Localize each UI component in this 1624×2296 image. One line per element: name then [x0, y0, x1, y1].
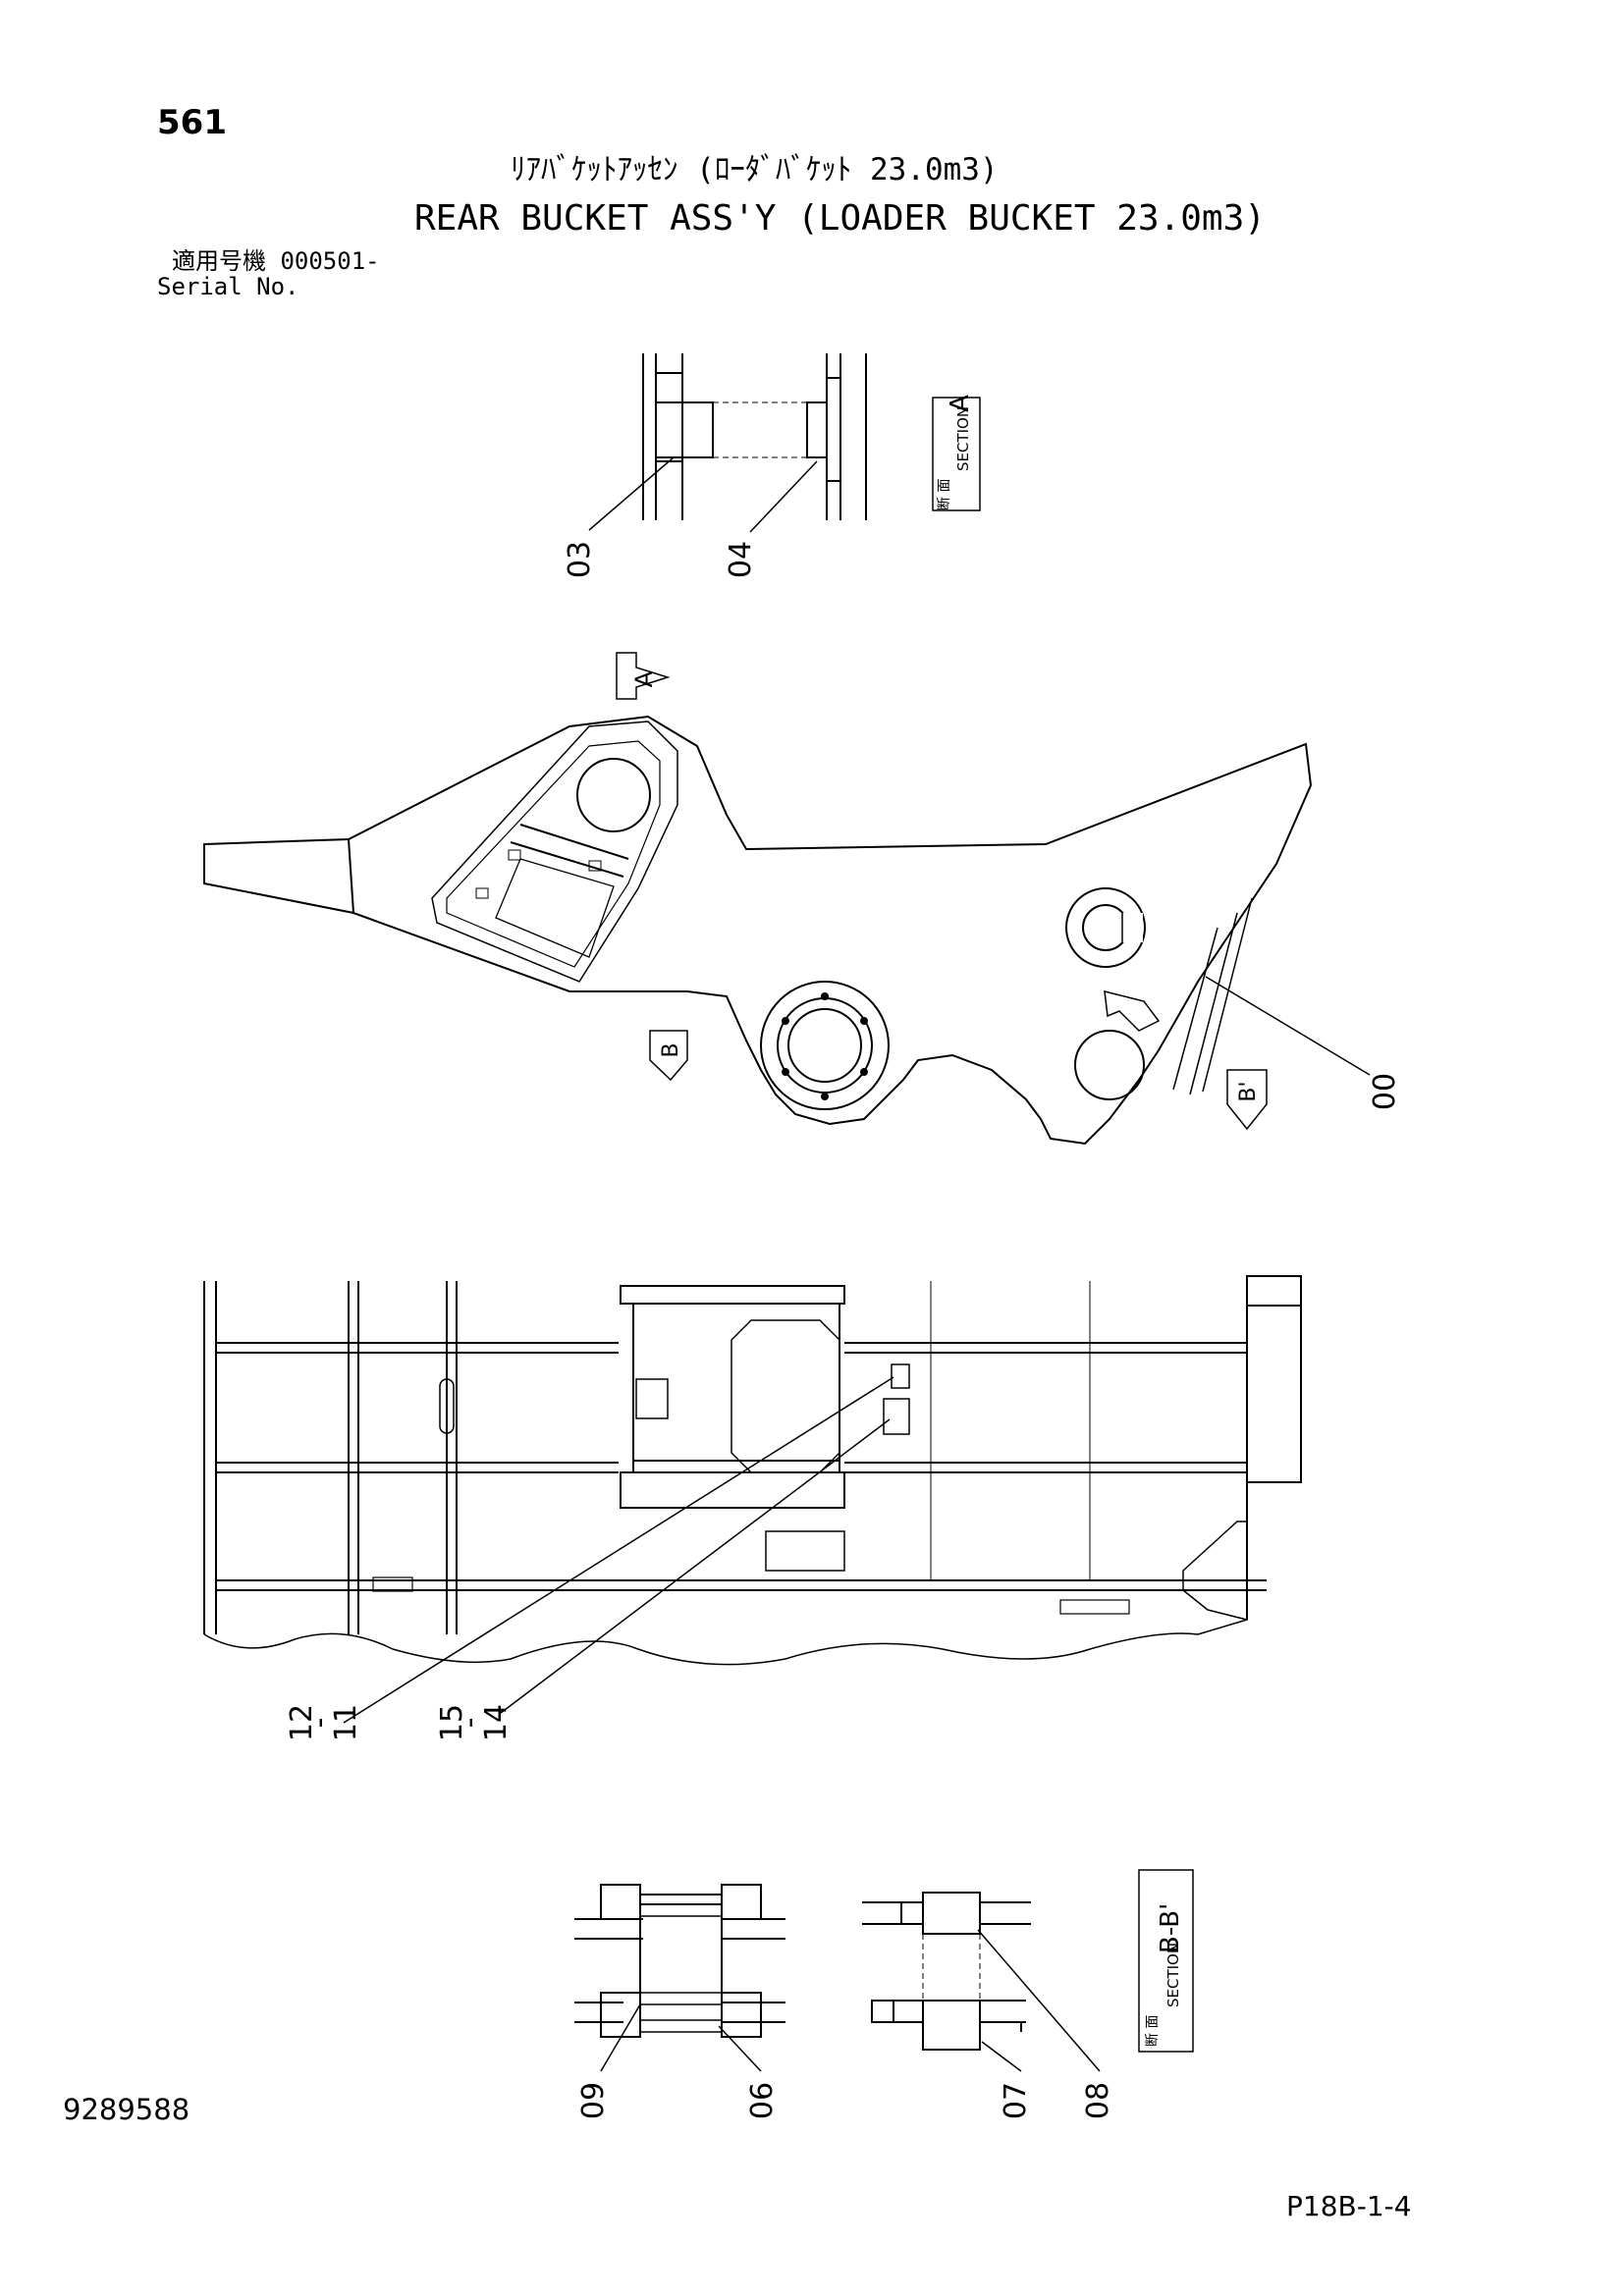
callout-07: 07 [999, 2082, 1033, 2119]
callout-12-11-dash: - [302, 1718, 337, 1729]
side-view-arrow-a: A [616, 652, 671, 700]
arrow-b-prime-letter: B' [1236, 1081, 1261, 1101]
callout-09: 09 [576, 2082, 611, 2119]
section-bb-label-jp: 断 面 [1145, 2015, 1161, 2047]
section-bb-callout-08: 08 [1081, 2082, 1115, 2119]
section-a-label: SECTION A 断 面 [932, 395, 981, 511]
section-bb-label-en: SECTION [1164, 1943, 1182, 2007]
callout-06: 06 [745, 2082, 780, 2119]
callout-08: 08 [1081, 2082, 1115, 2119]
section-bb-callout-06: 06 [745, 2082, 780, 2119]
bucket-side-outline [203, 715, 1313, 1146]
callout-03: 03 [563, 541, 597, 578]
document-number: 9289588 [63, 2093, 190, 2126]
arrow-b-letter: B [659, 1042, 683, 1057]
section-bb-right-detail [862, 1892, 1101, 2072]
title-japanese: ﾘｱﾊﾞｹｯﾄｱｯｾﾝ (ﾛｰﾀﾞﾊﾞｹｯﾄ 23.0m3) [511, 152, 999, 187]
callout-00: 00 [1368, 1073, 1402, 1110]
section-bb-callout-07: 07 [999, 2082, 1033, 2119]
section-bb-callout-09: 09 [576, 2082, 611, 2119]
arrow-a-letter: A [630, 670, 658, 687]
callout-14: 14 [479, 1704, 514, 1741]
plan-callout-12-11: 12 - 11 [285, 1704, 363, 1741]
plan-callout-15-14: 15 - 14 [435, 1704, 514, 1741]
title-english: REAR BUCKET ASS'Y (LOADER BUCKET 23.0m3) [414, 198, 1266, 239]
callout-04: 04 [724, 541, 758, 578]
callout-15: 15 [435, 1704, 469, 1741]
page-number: 561 [157, 103, 227, 142]
page-reference: P18B-1-4 [1286, 2190, 1412, 2222]
side-view-arrow-b-prime: B' [1226, 1069, 1268, 1131]
section-a-label-en: SECTION [954, 406, 972, 471]
section-a-detail [588, 353, 867, 533]
section-bb-label: SECTION B-B' 断 面 [1138, 1869, 1194, 2053]
plan-view-outline [203, 1275, 1302, 1724]
section-a-callout-04: 04 [724, 541, 758, 578]
callout-12: 12 [285, 1704, 319, 1741]
side-view-callout-00: 00 [1205, 976, 1402, 1110]
section-bb-letter: B-B' [1156, 1903, 1185, 1953]
section-a-callout-03: 03 [563, 541, 597, 578]
callout-11: 11 [329, 1704, 363, 1741]
serial-label-japanese: 適用号機 000501- [172, 247, 380, 275]
section-a-label-jp: 断 面 [937, 479, 952, 510]
serial-label-english: Serial No. [157, 273, 299, 300]
callout-15-14-dash: - [453, 1718, 487, 1729]
section-a-letter: A [946, 395, 975, 412]
section-bb-left-detail [574, 1884, 785, 2072]
side-view-arrow-b: B [649, 1030, 688, 1082]
